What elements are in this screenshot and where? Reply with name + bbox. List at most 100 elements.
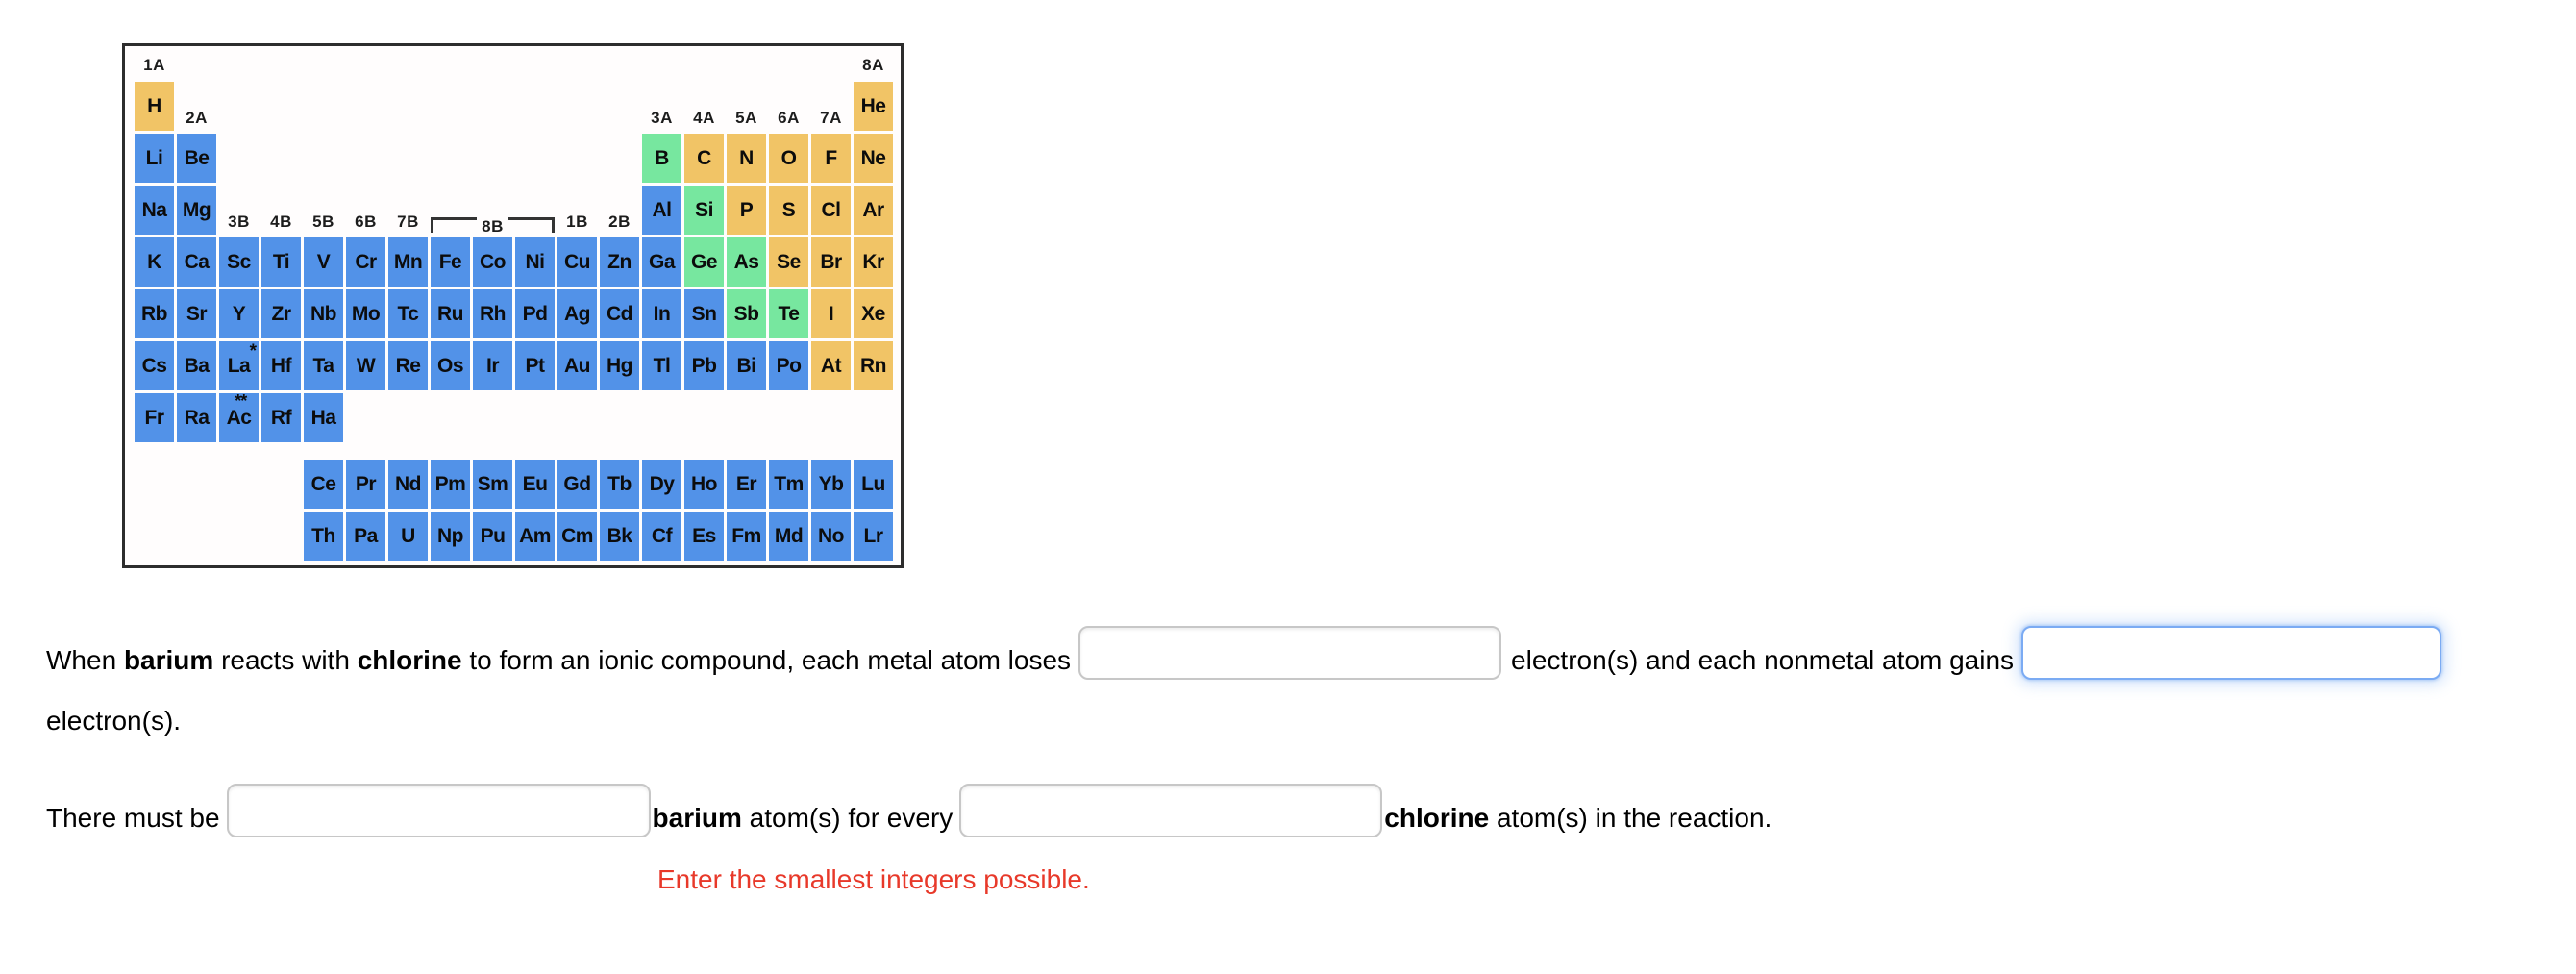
element-cell-xe: Xe [854, 289, 893, 338]
element-cell-pa: Pa [346, 512, 385, 561]
element-cell-am: Am [515, 512, 555, 561]
element-symbol: Ag [564, 303, 591, 325]
element-cell-li: Li [135, 134, 174, 183]
element-cell-h: H [135, 82, 174, 131]
element-cell-rb: Rb [135, 289, 174, 338]
element-cell-at: At [811, 341, 851, 390]
element-cell-re: Re [388, 341, 428, 390]
element-symbol: Na [141, 199, 167, 221]
element-symbol: Tm [774, 473, 804, 495]
element-symbol: Ba [184, 355, 210, 377]
element-symbol: Kr [862, 251, 884, 273]
element-cell-np: Np [431, 512, 470, 561]
question-text: atom(s) in the reaction. [1489, 803, 1772, 833]
chlorine-count-input[interactable] [959, 784, 1383, 837]
element-symbol: Cf [651, 525, 673, 547]
element-symbol: Nb [310, 303, 337, 325]
element-symbol: Rf [270, 407, 292, 429]
element-symbol: Sn [691, 303, 717, 325]
element-symbol: Mn [393, 251, 423, 273]
element-symbol: Te [778, 303, 800, 325]
element-cell-zn: Zn [600, 237, 639, 287]
element-symbol: Ni [525, 251, 546, 273]
element-symbol: K [147, 251, 161, 273]
element-symbol: Cd [607, 303, 633, 325]
element-cell-ha: Ha [304, 393, 343, 442]
element-symbol: H [147, 95, 161, 117]
element-symbol: Ru [437, 303, 464, 325]
element-symbol: Cl [821, 199, 842, 221]
element-cell-in: In [642, 289, 681, 338]
element-cell-fr: Fr [135, 393, 174, 442]
element-symbol: At [820, 355, 842, 377]
element-cell-ir: Ir [473, 341, 512, 390]
element-cell-u: U [388, 512, 428, 561]
metal-loses-input[interactable] [1078, 626, 1502, 680]
element-cell-ta: Ta [304, 341, 343, 390]
element-cell-be: Be [177, 134, 216, 183]
element-cell-rn: Rn [854, 341, 893, 390]
group-label-8a: 8A [862, 56, 884, 74]
element-cell-md: Md [769, 512, 808, 561]
question-text: to form an ionic compound, each metal at… [461, 645, 1072, 675]
element-symbol: Au [564, 355, 591, 377]
element-symbol: Nd [395, 473, 422, 495]
element-symbol: No [818, 525, 845, 547]
barium-count-input[interactable] [226, 784, 651, 837]
element-cell-ge: Ge [684, 237, 724, 287]
element-symbol: Lu [861, 473, 885, 495]
element-symbol: Ge [690, 251, 718, 273]
element-symbol: I [828, 303, 834, 325]
element-cell-se: Se [769, 237, 808, 287]
element-cell-zr: Zr [261, 289, 301, 338]
element-symbol: Mo [351, 303, 381, 325]
element-symbol: Gd [563, 473, 591, 495]
bracket-right-arm [508, 217, 556, 233]
group-label-7a: 7A [820, 109, 842, 127]
element-symbol: Br [820, 251, 842, 273]
element-cell-no: No [811, 512, 851, 561]
element-symbol: Ac [226, 407, 252, 429]
element-cell-y: Y [219, 289, 259, 338]
element-cell-s: S [769, 186, 808, 235]
group-label-5b: 5B [312, 212, 334, 231]
element-cell-n: N [727, 134, 766, 183]
element-cell-pr: Pr [346, 460, 385, 509]
question-text: When [46, 645, 124, 675]
element-symbol: Pt [525, 355, 546, 377]
element-symbol: Ar [862, 199, 884, 221]
nonmetal-gains-input[interactable] [2021, 626, 2442, 680]
element-symbol: Cr [355, 251, 377, 273]
element-cell-cs: Cs [135, 341, 174, 390]
element-cell-ti: Ti [261, 237, 301, 287]
element-cell-fm: Fm [727, 512, 766, 561]
element-cell-v: V [304, 237, 343, 287]
element-symbol: Lr [863, 525, 884, 547]
element-symbol: Pa [354, 525, 378, 547]
element-symbol: Am [519, 525, 551, 547]
element-cell-dy: Dy [642, 460, 681, 509]
element-cell-ra: Ra [177, 393, 216, 442]
element-symbol: Er [735, 473, 757, 495]
element-cell-cl: Cl [811, 186, 851, 235]
element-symbol: Ga [648, 251, 676, 273]
element-symbol: Sr [186, 303, 208, 325]
element-symbol: Pr [355, 473, 377, 495]
element-cell-kr: Kr [854, 237, 893, 287]
element-cell-bi: Bi [727, 341, 766, 390]
element-cell-si: Si [684, 186, 724, 235]
element-cell-la: *La [219, 341, 259, 390]
element-symbol: Pd [522, 303, 548, 325]
element-symbol: Be [184, 147, 210, 169]
element-symbol: Rb [141, 303, 168, 325]
group-8b-bracket: 8B [431, 186, 556, 235]
element-symbol: U [401, 525, 415, 547]
element-cell-al: Al [642, 186, 681, 235]
element-cell-rh: Rh [473, 289, 512, 338]
group-label-4a: 4A [693, 109, 715, 127]
element-cell-cr: Cr [346, 237, 385, 287]
element-cell-sm: Sm [473, 460, 512, 509]
bold-term: chlorine [1384, 803, 1490, 833]
element-symbol: As [733, 251, 759, 273]
element-cell-ar: Ar [854, 186, 893, 235]
